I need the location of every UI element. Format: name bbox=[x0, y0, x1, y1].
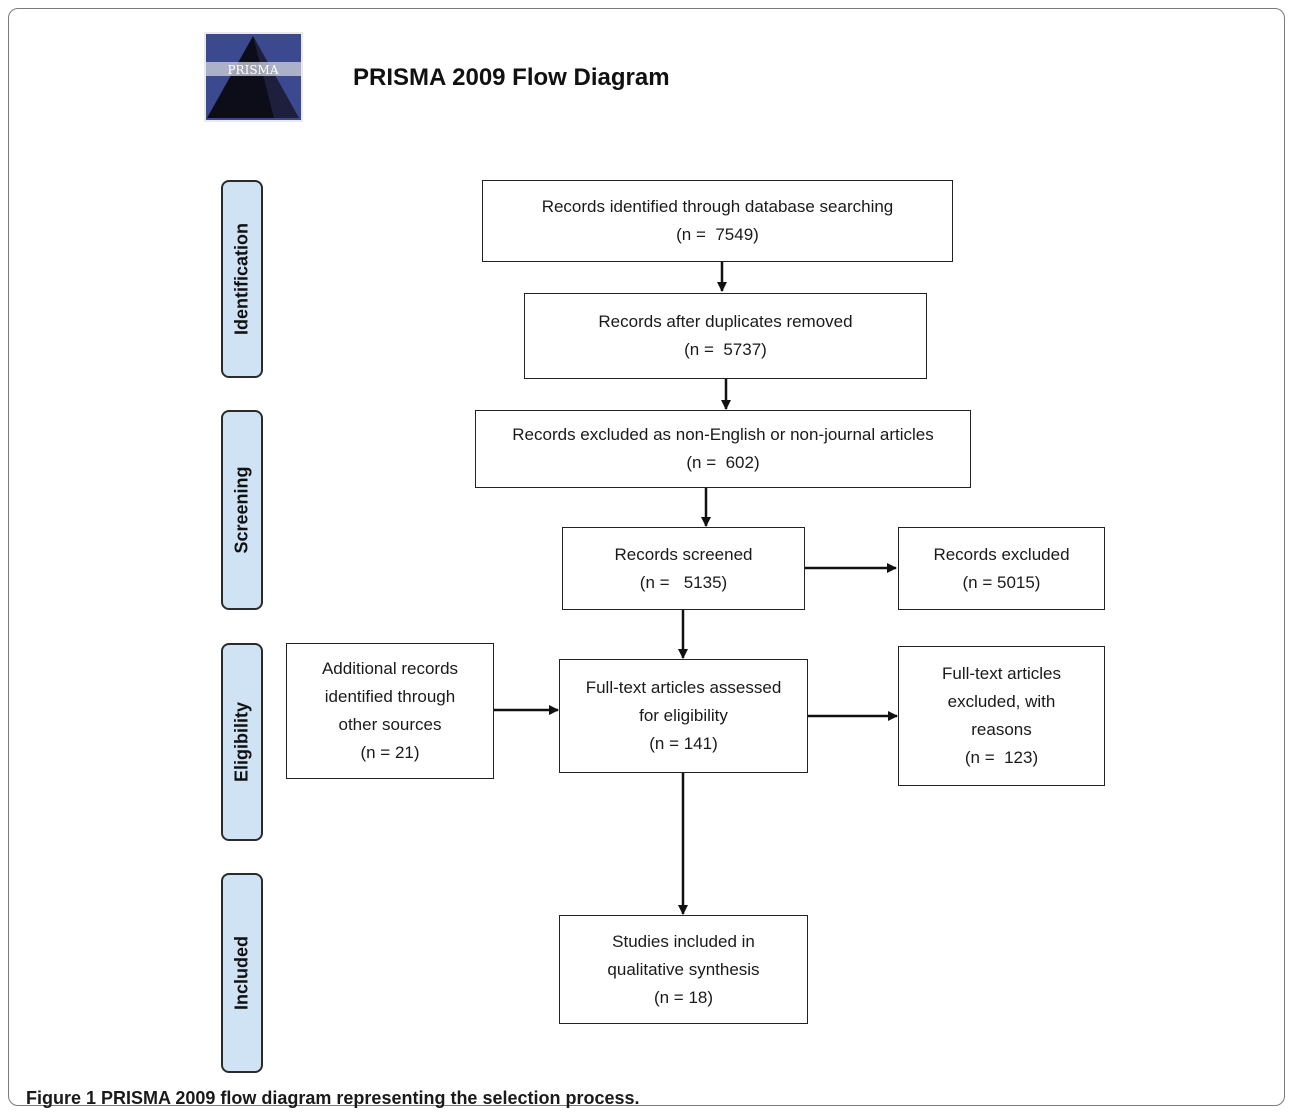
additional-records-line1: Additional records bbox=[321, 659, 459, 678]
phase-identification: Identification bbox=[221, 180, 263, 378]
additional-records-line3: other sources bbox=[338, 715, 442, 734]
diagram-title: PRISMA 2009 Flow Diagram bbox=[353, 64, 670, 91]
additional-records-box: Additional records identified through ot… bbox=[286, 643, 494, 779]
records-excluded-box: Records excluded (n = 5015) bbox=[898, 527, 1105, 610]
records-after-duplicates-label: Records after duplicates removed bbox=[598, 312, 853, 331]
records-identified-box: Records identified through database sear… bbox=[482, 180, 953, 262]
records-excluded-count: (n = 5015) bbox=[962, 572, 1041, 592]
records-excluded-language-box: Records excluded as non-English or non-j… bbox=[475, 410, 971, 488]
fulltext-assessed-count: (n = 141) bbox=[649, 734, 718, 753]
records-after-duplicates-count: (n = 5737) bbox=[684, 340, 767, 359]
records-after-duplicates-box: Records after duplicates removed (n = 57… bbox=[524, 293, 927, 379]
studies-included-line2: qualitative synthesis bbox=[607, 959, 760, 979]
records-identified-label: Records identified through database sear… bbox=[541, 197, 894, 216]
phase-included: Included bbox=[221, 873, 263, 1073]
records-excluded-label: Records excluded bbox=[933, 544, 1070, 564]
records-excluded-language-count: (n = 602) bbox=[686, 453, 760, 472]
figure-frame bbox=[8, 8, 1285, 1106]
records-identified-count: (n = 7549) bbox=[676, 225, 759, 244]
studies-included-line1: Studies included in bbox=[612, 931, 755, 951]
caption-label: Figure 1 bbox=[26, 1088, 97, 1108]
logo-text: PRISMA bbox=[227, 63, 278, 77]
additional-records-count: (n = 21) bbox=[360, 743, 420, 762]
records-excluded-language-label: Records excluded as non-English or non-j… bbox=[512, 425, 934, 444]
records-screened-box: Records screened (n = 5135) bbox=[562, 527, 805, 610]
fulltext-excluded-box: Full-text articles excluded, with reason… bbox=[898, 646, 1105, 786]
figure-caption: Figure 1 PRISMA 2009 flow diagram repres… bbox=[26, 1088, 640, 1109]
fulltext-excluded-line1: Full-text articles bbox=[941, 664, 1062, 683]
phase-eligibility: Eligibility bbox=[221, 643, 263, 841]
fulltext-excluded-line2: excluded, with bbox=[947, 692, 1056, 711]
studies-included-box: Studies included in qualitative synthesi… bbox=[559, 915, 808, 1024]
records-screened-count: (n = 5135) bbox=[639, 572, 728, 592]
caption-text: PRISMA 2009 flow diagram representing th… bbox=[96, 1088, 640, 1108]
fulltext-assessed-box: Full-text articles assessed for eligibil… bbox=[559, 659, 808, 773]
fulltext-assessed-line1: Full-text articles assessed bbox=[585, 678, 782, 697]
studies-included-count: (n = 18) bbox=[653, 987, 714, 1007]
phase-screening: Screening bbox=[221, 410, 263, 610]
prisma-logo-icon: PRISMA bbox=[204, 32, 303, 122]
fulltext-excluded-count: (n = 123) bbox=[964, 748, 1039, 767]
fulltext-excluded-line3: reasons bbox=[971, 720, 1032, 739]
records-screened-label: Records screened bbox=[614, 544, 753, 564]
additional-records-line2: identified through bbox=[324, 687, 456, 706]
fulltext-assessed-line2: for eligibility bbox=[639, 706, 728, 725]
